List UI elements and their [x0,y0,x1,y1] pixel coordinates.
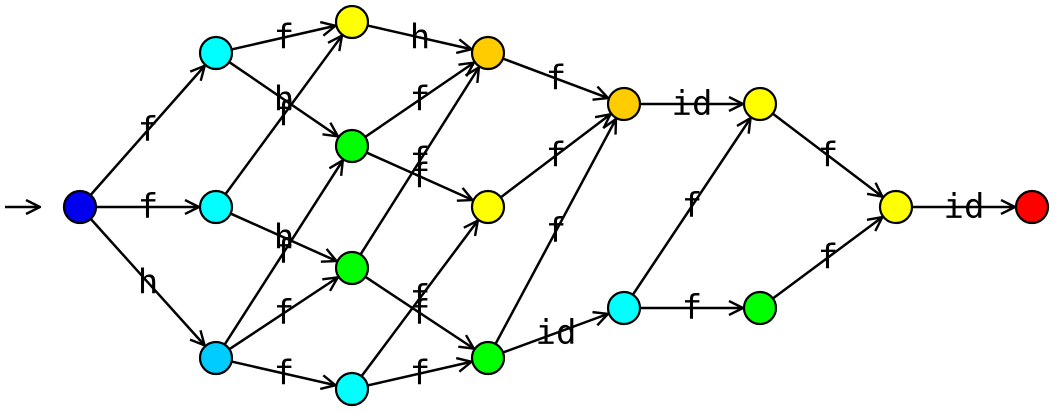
edge-c3-d2 [502,314,608,354]
edge-label-a3-b2: f [274,232,294,272]
edge-label-c3-d1: f [546,211,566,251]
edge-a3-b3 [228,277,337,351]
state-node-a2 [198,189,234,225]
edge-label-e2-f1: f [818,238,838,278]
state-node-a3 [198,340,234,376]
edge-label-s-a1: f [138,110,158,150]
state-node-d2 [606,290,642,326]
state-node-g1 [1014,189,1050,225]
edge-label-a2-b1: f [274,95,294,135]
state-node-d1 [606,86,642,122]
edge-c3-d1 [494,119,616,345]
state-node-c2 [470,189,506,225]
edge-label-b2-c2: f [410,157,430,197]
edge-label-c3-d2: id [536,313,577,353]
edge-c2-d1 [500,114,611,199]
edge-label-d2-e1: f [682,186,702,226]
edge-label-d2-e2: f [682,288,702,328]
edge-label-a2-b3: h [274,218,294,258]
edge-label-s-a2: f [138,187,158,227]
edge-b4-c3 [367,362,472,387]
edge-label-b1-c1: h [410,18,430,58]
edge-label-a3-b4: f [274,354,294,394]
edge-label-c1-d1: f [546,59,566,99]
edge-label-f1-g1: id [944,187,985,227]
state-node-b2 [334,128,370,164]
edge-a2-b1 [224,36,341,195]
edge-b3-c1 [359,67,479,256]
edge-e2-f1 [772,217,883,300]
edge-label-b3-c1: f [410,141,430,181]
edge-e1-f1 [772,112,883,197]
edge-label-b3-c3: f [410,293,430,333]
edge-d2-e1 [631,118,751,296]
edge-label-c2-d1: f [546,136,566,176]
edge-label-s-a3: h [138,263,158,303]
edge-b2-c2 [366,151,473,200]
edge-label-d1-e1: id [672,84,713,124]
edge-a3-b4 [231,360,336,386]
edge-b3-c3 [364,275,473,349]
edge-label-b4-c2: f [410,278,430,318]
edge-s-a1 [89,66,205,196]
state-node-b3 [334,250,370,286]
edge-b4-c2 [360,221,478,377]
nodes-layer [62,4,1050,407]
edge-b1-c1 [367,24,472,50]
state-node-e1 [742,86,778,122]
edge-a1-b2 [228,60,338,136]
state-node-b1 [334,4,370,40]
state-node-s [62,189,98,225]
state-node-f1 [878,189,914,225]
state-node-c3 [470,340,506,376]
edge-label-a3-b3: f [274,293,294,333]
edge-a2-b3 [230,212,337,261]
edge-label-b4-c3: f [410,354,430,394]
edge-s-a3 [89,218,205,345]
edge-b2-c1 [364,63,474,139]
edge-label-a1-b1: f [274,18,294,58]
state-node-a1 [198,35,234,71]
edge-a3-b2 [223,160,343,346]
state-node-c1 [470,35,506,71]
state-node-b4 [334,371,370,407]
edge-label-b2-c1: f [410,80,430,120]
state-node-e2 [742,290,778,326]
edges-layer [5,26,1015,386]
edge-label-a1-b2: h [274,80,294,120]
edge-c1-d1 [502,57,608,98]
edge-a1-b1 [231,26,336,51]
edge-label-e1-f1: f [818,136,838,176]
